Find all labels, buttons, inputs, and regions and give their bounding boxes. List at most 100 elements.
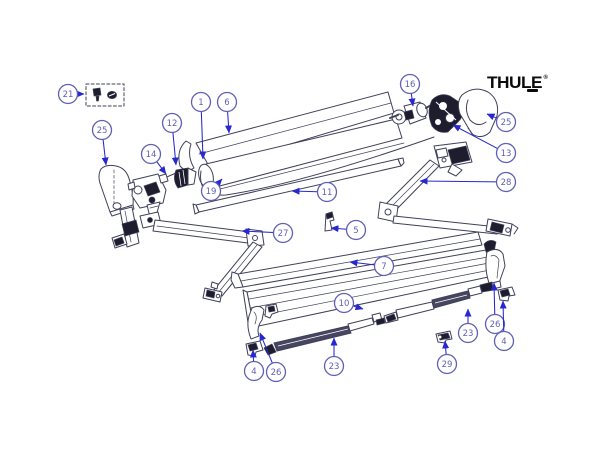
callout-number: 16 xyxy=(405,80,416,90)
leader-arrow xyxy=(199,111,207,160)
callout-circle xyxy=(333,292,355,314)
leader-arrow xyxy=(225,111,233,134)
callout-number: 26 xyxy=(271,368,282,378)
right-panel-end-cap-part xyxy=(483,240,506,287)
leader-arrow xyxy=(156,161,167,175)
left-tension-rafter-part xyxy=(263,312,386,356)
roller-end-knob-part xyxy=(174,167,197,189)
callout-13-right-bracket: 13 xyxy=(452,124,517,164)
callout-number: 14 xyxy=(146,150,157,160)
leader-arrow xyxy=(214,178,223,187)
callout-26-left-panel-bracket: 26 xyxy=(259,332,287,383)
callout-19-fabric-roll: 19 xyxy=(200,178,223,202)
callout-circle xyxy=(493,330,515,352)
leader-arrow xyxy=(249,349,257,362)
left-spring-arm-part xyxy=(152,219,265,303)
callout-number: 23 xyxy=(463,329,474,339)
mounting-rail-part xyxy=(192,157,405,215)
callout-7-lead-rail-top: 7 xyxy=(349,255,395,277)
small-bracket-part xyxy=(324,211,335,232)
registered-mark: ® xyxy=(544,74,549,81)
callout-circle xyxy=(316,181,338,203)
callout-26-right-panel-end-cap: 26 xyxy=(484,282,506,335)
roller-spindle-part xyxy=(158,172,177,184)
callout-circle xyxy=(265,361,287,383)
leader-arrow xyxy=(352,303,364,311)
leader-arrow xyxy=(419,177,497,185)
callout-circle xyxy=(216,91,238,113)
callout-21-fastener-kit: 21 xyxy=(57,83,85,105)
callout-circle xyxy=(484,313,506,335)
callout-circle xyxy=(57,83,79,105)
leader-arrow xyxy=(101,139,109,166)
callout-circle xyxy=(457,322,479,344)
callout-23-right-tension-rafter: 23 xyxy=(457,308,479,344)
callout-number: 27 xyxy=(278,229,289,239)
callout-number: 11 xyxy=(322,188,333,198)
callout-number: 12 xyxy=(167,119,178,129)
leader-arrow xyxy=(490,282,498,315)
leader-arrow xyxy=(349,259,375,267)
spring-assembly-part xyxy=(389,101,434,125)
callout-14-roller-spindle: 14 xyxy=(140,143,167,175)
callout-circle xyxy=(495,142,517,164)
callout-number: 28 xyxy=(501,178,512,188)
callout-circle xyxy=(323,355,345,377)
callout-number: 5 xyxy=(353,226,358,236)
logo-wordmark: THULE xyxy=(487,74,543,92)
callout-circle xyxy=(91,119,113,141)
right-bracket-part xyxy=(428,94,464,133)
callout-number: 6 xyxy=(224,98,229,108)
callout-27-left-spring-arm: 27 xyxy=(241,222,294,244)
leader-arrow xyxy=(171,132,179,166)
callout-number: 4 xyxy=(501,337,506,347)
callout-number: 26 xyxy=(490,320,501,330)
rafter-clip-part xyxy=(435,330,453,344)
callout-11-mounting-rail: 11 xyxy=(291,181,338,203)
callout-29-rafter-clip: 29 xyxy=(436,340,458,375)
callout-circle xyxy=(190,91,212,113)
leader-arrow xyxy=(452,124,498,150)
nut-icon xyxy=(107,91,117,99)
callout-4-right-clamp: 4 xyxy=(493,300,515,352)
callout-circle xyxy=(140,143,162,165)
lead-rail-top-part xyxy=(230,231,483,289)
left-panel-bracket-part xyxy=(247,303,279,340)
callout-number: 25 xyxy=(97,126,108,136)
callout-number: 4 xyxy=(251,367,256,377)
callout-16-spring-assembly: 16 xyxy=(399,73,421,107)
left-mounting-bracket-part xyxy=(111,206,162,249)
leader-arrow xyxy=(408,93,416,107)
left-clamp-part xyxy=(245,340,264,357)
callout-number: 29 xyxy=(442,360,453,370)
callout-circle xyxy=(399,73,421,95)
callout-circle xyxy=(243,360,265,382)
callout-4-left-clamp: 4 xyxy=(243,349,265,382)
leader-arrow xyxy=(259,332,273,364)
screw-icon xyxy=(92,87,102,102)
left-end-cap-part xyxy=(98,164,135,217)
leader-arrow xyxy=(330,225,347,233)
callout-12-roller-end-knob: 12 xyxy=(161,112,183,166)
callout-number: 1 xyxy=(198,98,203,108)
right-tension-rafter-part xyxy=(383,280,502,324)
callout-number: 7 xyxy=(381,262,386,272)
leader-arrow xyxy=(241,227,274,235)
callout-circle xyxy=(345,219,367,241)
callout-circle xyxy=(161,112,183,134)
callout-10-front-panel: 10 xyxy=(333,292,364,314)
callout-circle xyxy=(373,255,395,277)
callout-number: 13 xyxy=(501,149,512,159)
leader-arrow xyxy=(291,187,318,195)
callout-circle xyxy=(272,222,294,244)
callout-number: 25 xyxy=(501,118,512,128)
callout-6-case-top-cover: 6 xyxy=(216,91,238,134)
fastener-kit-box xyxy=(85,83,125,107)
callout-circle xyxy=(495,111,517,133)
right-spring-arm-part xyxy=(377,159,519,237)
callout-number: 19 xyxy=(206,187,217,197)
callout-25-left-end-cap: 25 xyxy=(91,119,113,166)
